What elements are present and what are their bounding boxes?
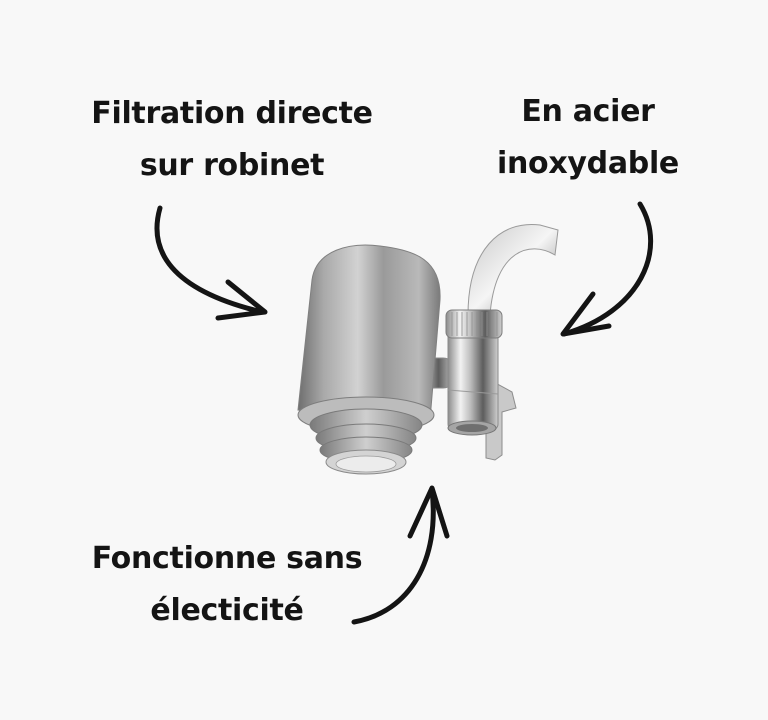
- faucet-spout: [467, 223, 559, 316]
- callout-filtration-direct-tap: Filtration directe sur robinet: [62, 88, 402, 192]
- callout-elec-line2: électicité: [150, 593, 304, 628]
- callout-inox-line2: inoxydable: [497, 146, 679, 181]
- callout-filtration-line1: Filtration directe: [91, 96, 373, 131]
- faucet-filter-product-image: [297, 223, 559, 475]
- callout-inox-line1: En acier: [521, 94, 655, 129]
- callout-elec-line1: Fonctionne sans: [91, 541, 363, 576]
- filter-cartridge-body: [297, 244, 441, 475]
- callout-filtration-line2: sur robinet: [139, 148, 325, 183]
- callout-stainless-steel: En acier inoxydable: [468, 86, 708, 190]
- callout-no-electricity: Fonctionne sans électicité: [62, 533, 392, 637]
- faucet-adapter: [445, 309, 503, 436]
